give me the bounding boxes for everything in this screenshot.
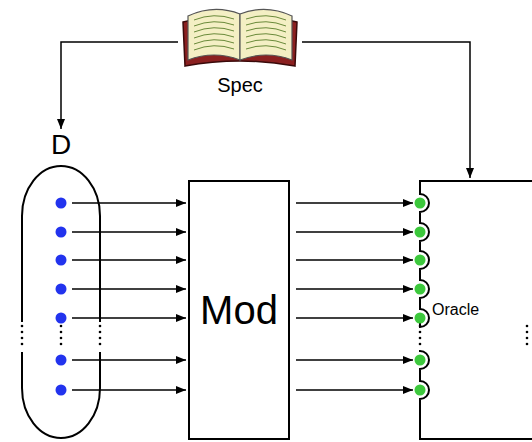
arrow-line	[72, 202, 186, 204]
arrow-line	[61, 42, 178, 129]
node-label: Mod	[200, 288, 278, 332]
flow-arrow	[61, 42, 178, 129]
page-line	[194, 46, 234, 50]
page-line	[194, 40, 234, 44]
spec-book: Spec	[178, 0, 302, 100]
arrow-line	[72, 359, 186, 361]
arrow-line	[302, 42, 470, 178]
ellipsis-dot	[526, 343, 529, 346]
book-icon	[178, 0, 302, 70]
page-line	[194, 34, 234, 38]
ellipsis-dot	[419, 331, 422, 334]
input-dot	[56, 198, 67, 209]
output-dot	[415, 227, 426, 238]
arrow-line	[72, 231, 186, 233]
output-dot	[415, 385, 426, 396]
book-page	[188, 9, 240, 60]
arrow-line	[296, 317, 413, 319]
flow-arrow	[72, 203, 186, 390]
arrow-line	[296, 288, 413, 290]
arrow-line	[72, 259, 186, 261]
arrow-line	[296, 202, 413, 204]
ellipsis-dot	[99, 337, 102, 340]
page-line	[246, 22, 286, 26]
ellipsis-dot	[99, 331, 102, 334]
ellipsis-dot	[526, 337, 529, 340]
arrow-line	[296, 359, 413, 361]
ellipsis-dot	[60, 337, 63, 340]
node-label: Oracle	[432, 301, 479, 319]
node-label: Spec	[217, 74, 263, 96]
page-line	[246, 34, 286, 38]
ellipsis-dot	[526, 331, 529, 334]
oracle-box: Oracle	[412, 180, 532, 440]
ellipsis-dot	[419, 337, 422, 340]
dataset-ellipse: D	[20, 130, 102, 440]
oracle-border	[420, 181, 532, 327]
ellipsis-dot	[419, 343, 422, 346]
arrow-line	[72, 288, 186, 290]
page-line	[194, 28, 234, 32]
input-dot	[56, 255, 67, 266]
page-line	[246, 16, 286, 20]
input-dot	[56, 313, 67, 324]
output-dot	[415, 198, 426, 209]
dataset-border	[22, 352, 100, 438]
arrow-line	[72, 317, 186, 319]
arrow-line	[296, 389, 413, 391]
ellipsis-dot	[21, 337, 24, 340]
output-dot	[415, 284, 426, 295]
output-dot	[415, 355, 426, 366]
arrow-line	[72, 389, 186, 391]
flow-arrow	[296, 203, 413, 390]
page-line	[246, 40, 286, 44]
ellipsis-dot	[99, 343, 102, 346]
dataset-border	[22, 166, 100, 322]
flow-arrow	[302, 42, 470, 178]
ellipsis-dot	[21, 343, 24, 346]
page-line	[194, 22, 234, 26]
node-label: D	[51, 130, 71, 161]
page-line	[246, 28, 286, 32]
oracle-border	[420, 351, 532, 439]
ellipsis-dot	[99, 325, 102, 328]
arrow-line	[296, 259, 413, 261]
output-dot	[415, 313, 426, 324]
dataset-outline	[20, 130, 102, 440]
ellipsis-dot	[21, 325, 24, 328]
book-page	[240, 9, 292, 60]
ellipsis-dot	[60, 331, 63, 334]
input-dot	[56, 284, 67, 295]
ellipsis-dot	[419, 325, 422, 328]
input-dot	[56, 227, 67, 238]
output-dot	[415, 255, 426, 266]
input-dot	[56, 385, 67, 396]
ellipsis-dot	[60, 325, 63, 328]
ellipsis-dot	[526, 325, 529, 328]
arrow-line	[296, 231, 413, 233]
ellipsis-dot	[60, 343, 63, 346]
ellipsis-dot	[21, 331, 24, 334]
input-dot	[56, 355, 67, 366]
page-line	[194, 16, 234, 20]
module-box: Mod	[188, 180, 290, 440]
page-line	[246, 46, 286, 50]
